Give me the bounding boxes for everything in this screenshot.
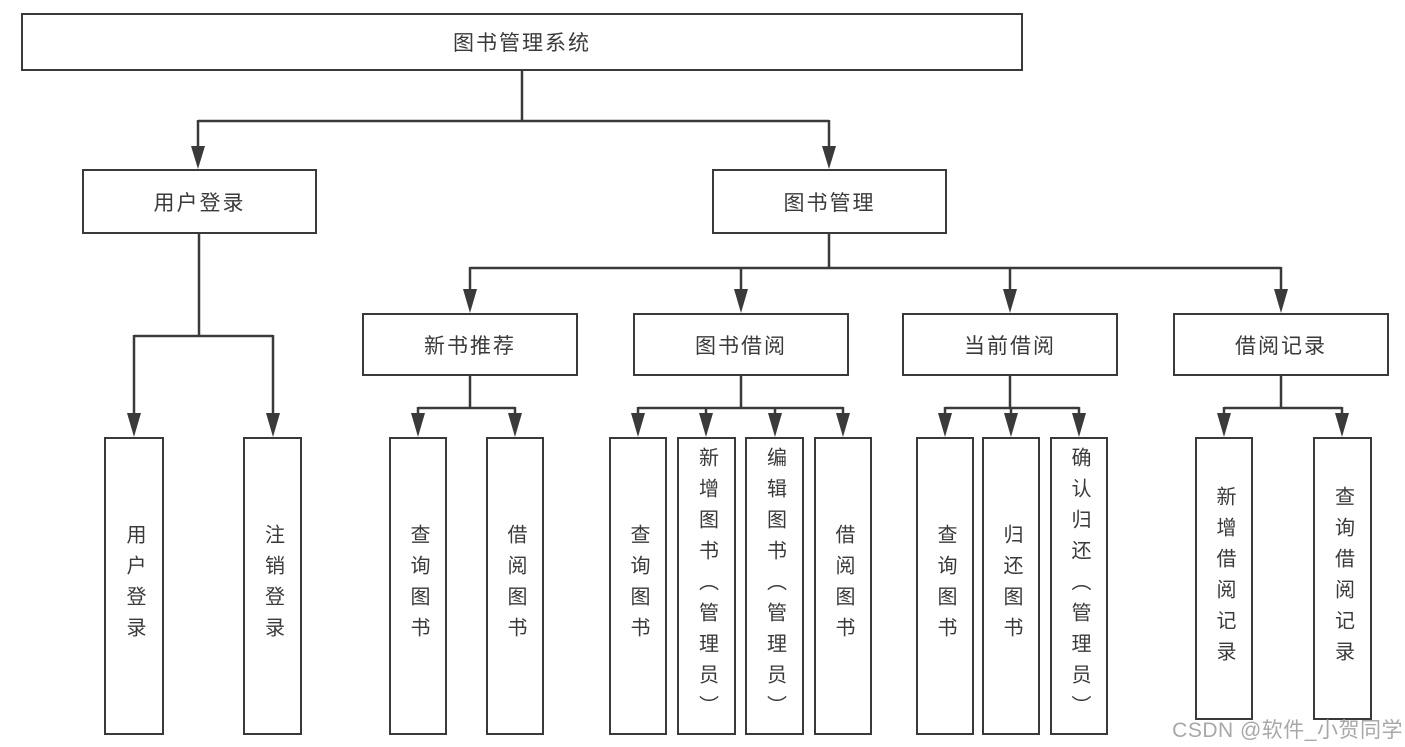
- node-new-book-recommendation-label: 新书推荐: [424, 334, 516, 358]
- node-book-borrowing: 图书借阅: [633, 313, 849, 376]
- leaf-confirm-return-admin-label: 确认归还（管理员）: [1068, 446, 1090, 726]
- leaf-borrow-books-2-label: 借阅图书: [832, 524, 854, 648]
- watermark: CSDN @软件_小贺同学: [1172, 719, 1403, 742]
- leaf-add-borrow-record-label: 新增借阅记录: [1213, 485, 1235, 672]
- leaf-user-login: 用户登录: [104, 437, 164, 735]
- node-user-login-label: 用户登录: [153, 191, 246, 215]
- node-book-management: 图书管理: [712, 169, 947, 234]
- leaf-add-borrow-record: 新增借阅记录: [1195, 437, 1253, 720]
- node-current-borrowing-label: 当前借阅: [964, 334, 1056, 358]
- leaf-query-books-1-label: 查询图书: [407, 524, 429, 648]
- leaf-add-book-admin-label: 新增图书（管理员）: [695, 446, 718, 726]
- leaf-return-book: 归还图书: [982, 437, 1040, 735]
- arrowheads: [127, 146, 1349, 437]
- node-borrowing-records-label: 借阅记录: [1235, 334, 1327, 358]
- node-user-login: 用户登录: [82, 169, 317, 234]
- leaf-edit-book-admin: 编辑图书（管理员）: [745, 437, 804, 735]
- leaf-borrow-books-1-label: 借阅图书: [504, 524, 526, 648]
- leaf-query-books-2-label: 查询图书: [627, 524, 649, 648]
- node-borrowing-records: 借阅记录: [1173, 313, 1389, 376]
- leaf-query-borrow-record: 查询借阅记录: [1313, 437, 1372, 720]
- leaf-borrow-books-2: 借阅图书: [814, 437, 872, 735]
- node-current-borrowing: 当前借阅: [902, 313, 1118, 376]
- node-root: 图书管理系统: [21, 13, 1023, 71]
- leaf-query-books-2: 查询图书: [609, 437, 667, 735]
- leaf-query-books-1: 查询图书: [389, 437, 447, 735]
- leaf-query-books-3-label: 查询图书: [934, 524, 956, 648]
- leaf-edit-book-admin-label: 编辑图书（管理员）: [763, 446, 786, 726]
- leaf-user-login-label: 用户登录: [123, 524, 145, 648]
- connector-lines: [132, 71, 1344, 414]
- leaf-logout-label: 注销登录: [261, 524, 284, 648]
- leaf-logout: 注销登录: [243, 437, 302, 735]
- leaf-return-book-label: 归还图书: [1000, 524, 1022, 648]
- leaf-borrow-books-1: 借阅图书: [486, 437, 544, 735]
- node-book-management-label: 图书管理: [783, 191, 876, 215]
- leaf-confirm-return-admin: 确认归还（管理员）: [1050, 437, 1108, 735]
- leaf-query-borrow-record-label: 查询借阅记录: [1331, 485, 1354, 672]
- leaf-query-books-3: 查询图书: [916, 437, 974, 735]
- node-new-book-recommendation: 新书推荐: [362, 313, 578, 376]
- node-book-borrowing-label: 图书借阅: [695, 334, 787, 358]
- node-root-label: 图书管理系统: [453, 32, 591, 55]
- leaf-add-book-admin: 新增图书（管理员）: [677, 437, 736, 735]
